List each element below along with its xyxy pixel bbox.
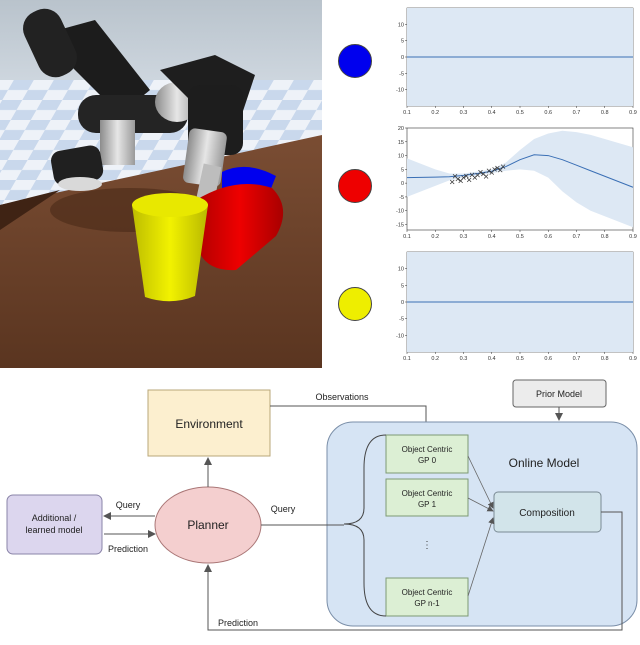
plot-1-xtick-label-1: 0.2	[431, 234, 439, 240]
gp-n-box: Object Centric GP n-1	[385, 577, 469, 617]
plot-1-xtick-label-8: 0.9	[629, 234, 637, 240]
gp-0-box: Object Centric GP 0	[385, 434, 469, 474]
gp-0-line2: GP 0	[418, 456, 437, 465]
plot-1-ytick-label-0: 20	[398, 126, 404, 132]
plot-2-ytick-label-2: 0	[401, 300, 404, 306]
plot-1-observation-0	[449, 179, 455, 185]
plot-0-ytick-label-2: 0	[401, 55, 404, 61]
plot-0-ytick-label-3: -5	[399, 71, 404, 77]
plot-2-ytick-label-1: 5	[401, 283, 404, 289]
plot-0-xtick-label-8: 0.9	[629, 110, 637, 116]
plot-2-xtick-label-3: 0.4	[488, 356, 496, 362]
plot-0-xtick-label-5: 0.6	[544, 110, 552, 116]
environment-box: Environment	[147, 389, 271, 457]
plot-0-ytick-label-1: 5	[401, 39, 404, 45]
plot-2-ytick-label-4: -10	[396, 333, 404, 339]
yellow-object-marker	[338, 287, 372, 321]
plot-1-confidence-band	[407, 130, 633, 228]
plot-2-xtick-label-5: 0.6	[544, 356, 552, 362]
prediction-left-label: Prediction	[108, 544, 148, 554]
plot-1-observation-18	[500, 164, 506, 169]
plot-1-observation-15	[492, 167, 497, 172]
plot-2-xtick-label-0: 0.1	[403, 356, 411, 362]
plot-1-xtick-label-3: 0.4	[488, 234, 496, 240]
prior-model-box: Prior Model	[512, 379, 607, 408]
plot-0-xtick-label-1: 0.2	[431, 110, 439, 116]
observations-label: Observations	[315, 392, 369, 402]
query-left-label: Query	[116, 500, 141, 510]
plot-1-observation-5	[464, 173, 469, 179]
gp-1-box: Object Centric GP 1	[385, 478, 469, 517]
plot-1-xtick-label-4: 0.5	[516, 234, 524, 240]
robot-simulation-scene	[0, 0, 322, 368]
plot-2-ytick-label-0: 10	[398, 267, 404, 273]
plot-1-observation-2	[455, 176, 461, 182]
plot-1-ytick-label-7: -15	[396, 222, 404, 228]
gp-0-line1: Object Centric	[402, 445, 453, 454]
plot-1-ytick-label-3: 5	[401, 167, 404, 173]
architecture-diagram: Environment Observations Prior Model Onl…	[0, 368, 640, 640]
gp-1-line1: Object Centric	[402, 489, 453, 498]
environment-label: Environment	[175, 417, 243, 431]
planner-label: Planner	[187, 518, 228, 532]
additional-line1: Additional /	[32, 513, 77, 523]
plot-2-ytick-label-3: -5	[399, 317, 404, 323]
plot-0-xtick-label-3: 0.4	[488, 110, 496, 116]
plot-1-xtick-label-6: 0.7	[573, 234, 581, 240]
plot-0-xtick-label-7: 0.8	[601, 110, 609, 116]
plot-1-ytick-label-1: 15	[398, 140, 404, 146]
query-right-label: Query	[271, 504, 296, 514]
plot-1-ytick-label-2: 10	[398, 154, 404, 160]
gp-1-line2: GP 1	[418, 500, 437, 509]
plot-1-observation-10	[478, 169, 483, 175]
plot-1-xtick-label-0: 0.1	[403, 234, 411, 240]
gp-n-line2: GP n-1	[414, 599, 440, 608]
gp-plots: 0.1 0.2 0.3 0.4 0.5 0.6 0.7 0.8 0.9 10 5 0 -5 -10 0.1 0…	[395, 0, 640, 368]
plot-1-observation-16	[495, 165, 500, 171]
plot-2-xtick-label-2: 0.3	[460, 356, 468, 362]
plot-2-xtick-label-7: 0.8	[601, 356, 609, 362]
plot-1-ytick-label-5: -5	[399, 195, 404, 201]
plot-1-observation-6	[466, 177, 472, 183]
plot-0-xtick-label-4: 0.5	[516, 110, 524, 116]
plot-2-xtick-label-8: 0.9	[629, 356, 637, 362]
plot-1-ytick-label-4: 0	[401, 181, 404, 187]
plot-0-xtick-label-0: 0.1	[403, 110, 411, 116]
prediction-bottom-label: Prediction	[218, 618, 258, 628]
prior-model-label: Prior Model	[536, 389, 582, 399]
additional-model-box: Additional / learned model	[6, 494, 103, 555]
gp-n-line1: Object Centric	[402, 588, 453, 597]
composition-label: Composition	[519, 508, 575, 519]
composition-box: Composition	[493, 491, 602, 533]
planner-node: Planner	[154, 486, 262, 564]
plot-2-xtick-label-1: 0.2	[431, 356, 439, 362]
plot-1-xtick-label-5: 0.6	[544, 234, 552, 240]
plot-0-xtick-label-6: 0.7	[573, 110, 581, 116]
gp-ellipsis: ⋮	[422, 540, 432, 551]
plot-0-ytick-label-0: 10	[398, 22, 404, 28]
plot-0-ytick-label-4: -10	[396, 88, 404, 94]
plot-1-ytick-label-6: -10	[396, 209, 404, 215]
additional-line2: learned model	[25, 525, 82, 535]
plot-2-xtick-label-6: 0.7	[573, 356, 581, 362]
red-object-marker	[338, 169, 372, 203]
plot-0-xtick-label-2: 0.3	[460, 110, 468, 116]
plot-1-observation-17	[497, 167, 503, 173]
plot-1-xtick-label-2: 0.3	[460, 234, 468, 240]
plot-1-xtick-label-7: 0.8	[601, 234, 609, 240]
plot-1-observation-13	[486, 168, 492, 173]
plot-1-observation-12	[483, 174, 489, 179]
blue-object-marker	[338, 44, 372, 78]
online-model-title: Online Model	[509, 456, 580, 470]
plot-1-mean-line	[406, 154, 634, 188]
plot-2-xtick-label-4: 0.5	[516, 356, 524, 362]
plot-1-observation-4	[461, 175, 466, 180]
